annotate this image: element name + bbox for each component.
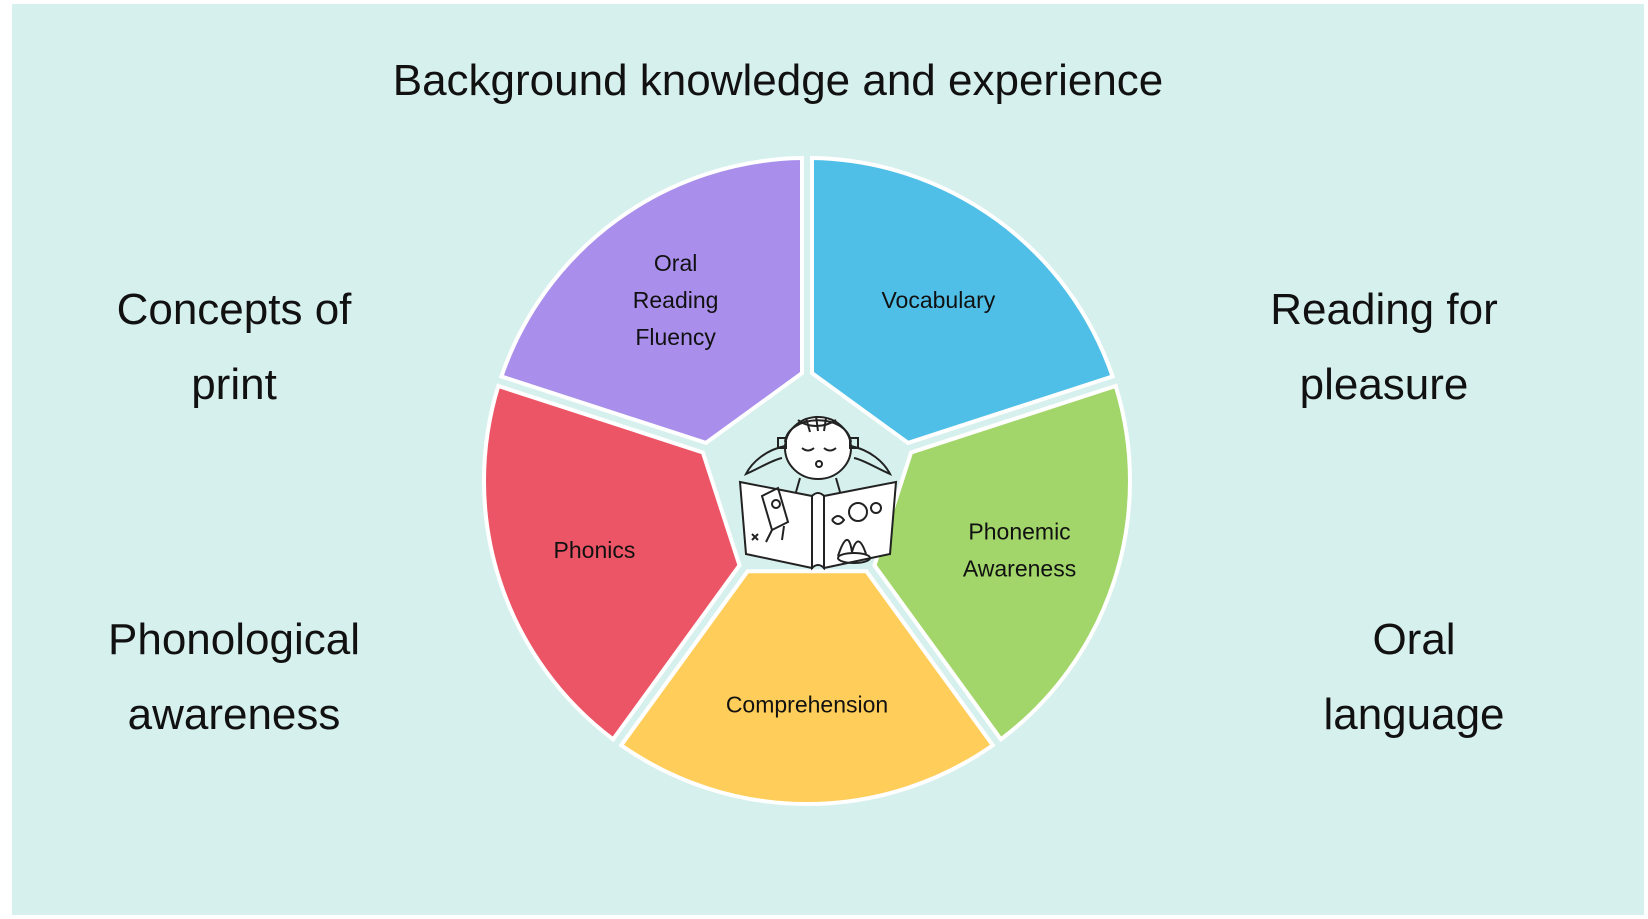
wheel-segment-phonics	[482, 383, 742, 743]
label-concepts-of-print: Concepts of print	[116, 285, 352, 409]
wheel-segment-fluency	[498, 156, 805, 446]
wheel-segment-vocabulary	[809, 156, 1116, 446]
diagram-title: Background knowledge and experience	[392, 56, 1164, 105]
slide-background: Background knowledge and experience Conc…	[12, 4, 1644, 915]
wheel-label-comprehension: Comprehension	[726, 692, 888, 718]
wheel-segment-comprehension	[618, 569, 996, 806]
wheel-label-phonics: Phonics	[554, 537, 636, 563]
label-phonological-awareness: Phonological awareness	[108, 615, 360, 739]
label-reading-for-pleasure: Reading for pleasure	[1270, 285, 1498, 409]
wheel-label-vocabulary: Vocabulary	[881, 287, 995, 313]
wheel-segment-phonemic	[872, 383, 1132, 743]
label-oral-language: Oral language	[1323, 615, 1505, 739]
girl-reading-icon	[738, 415, 898, 571]
